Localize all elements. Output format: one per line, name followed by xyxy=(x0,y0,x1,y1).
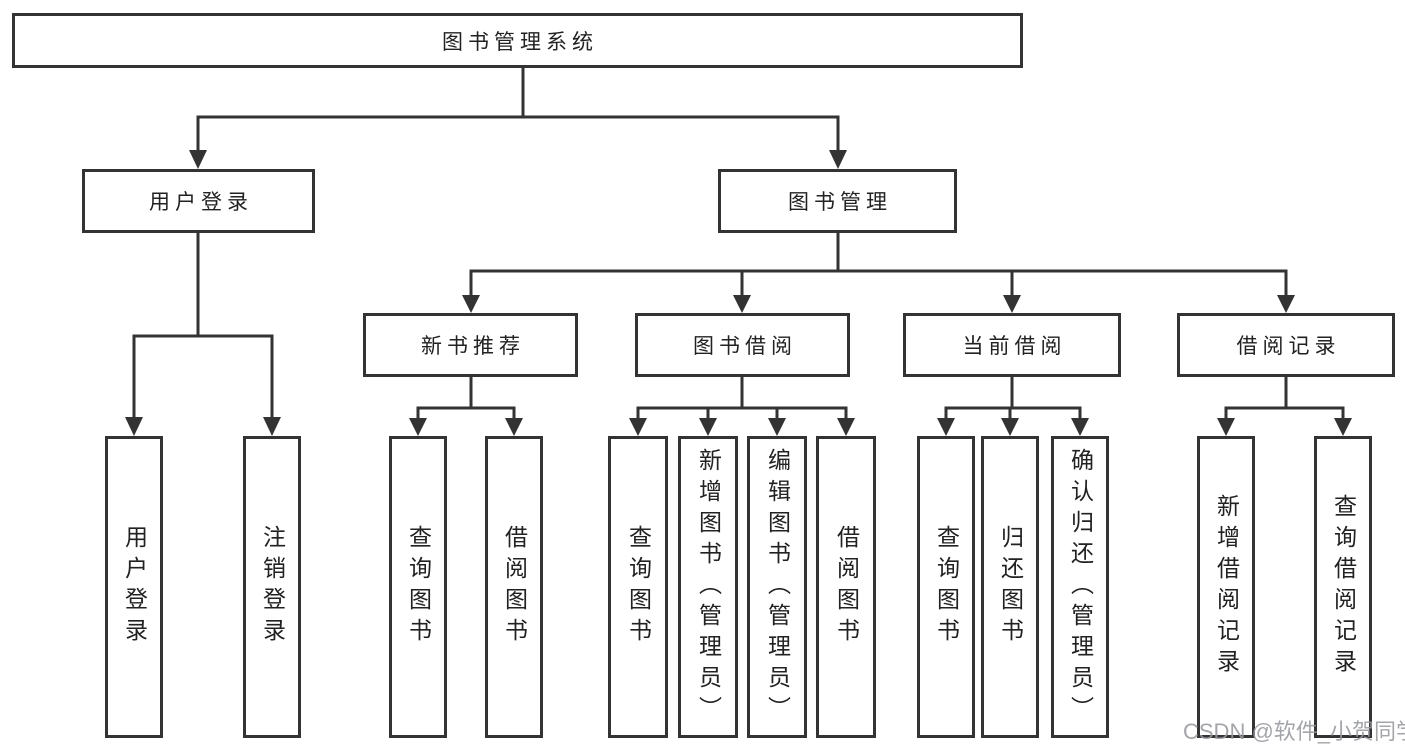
node-label: 确认归还（管理员） xyxy=(1067,447,1094,727)
leaf-user-login: 用户登录 xyxy=(105,436,163,738)
connector-user-login-to-leaves xyxy=(125,233,281,436)
node-label: 图书管理 xyxy=(788,191,892,214)
arrowhead-icon xyxy=(125,417,143,436)
node-label: 借阅图书 xyxy=(833,525,860,649)
leaf-query-books-borrow: 查询图书 xyxy=(608,436,668,738)
node-label: 查询图书 xyxy=(625,525,652,649)
arrowhead-icon xyxy=(1334,418,1352,436)
connector-current-borrow-to-leaves xyxy=(937,377,1089,436)
node-label: 图书管理系统 xyxy=(442,30,598,54)
node-label: 注销登录 xyxy=(259,525,286,649)
connector-borrow-records-to-leaves xyxy=(1217,377,1352,436)
leaf-query-books-current: 查询图书 xyxy=(917,436,975,738)
leaf-confirm-return-admin: 确认归还（管理员） xyxy=(1051,436,1109,738)
node-root-system: 图书管理系统 xyxy=(12,13,1023,68)
node-label: 用户登录 xyxy=(149,191,253,214)
leaf-return-books: 归还图书 xyxy=(981,436,1039,738)
node-label: 借阅记录 xyxy=(1236,335,1341,358)
leaf-borrow-books: 借阅图书 xyxy=(816,436,876,738)
leaf-borrow-books-recommend: 借阅图书 xyxy=(485,436,543,738)
arrowhead-icon xyxy=(699,418,717,436)
arrowhead-icon xyxy=(629,418,647,436)
arrowhead-icon xyxy=(829,150,847,169)
node-borrow-records: 借阅记录 xyxy=(1177,313,1395,377)
watermark: CSDN @软件_小贺同学 xyxy=(1183,719,1405,744)
connector-book-mgmt-to-level3 xyxy=(462,233,1295,313)
connector-new-books-to-leaves xyxy=(409,377,523,436)
arrowhead-icon xyxy=(505,418,523,436)
arrowhead-icon xyxy=(733,295,751,313)
arrowhead-icon xyxy=(462,295,480,313)
node-label: 新书推荐 xyxy=(421,335,525,358)
node-label: 归还图书 xyxy=(997,525,1024,649)
leaf-edit-books-admin: 编辑图书（管理员） xyxy=(747,436,807,738)
arrowhead-icon xyxy=(1277,295,1295,313)
node-label: 图书借阅 xyxy=(693,335,797,358)
node-label: 借阅图书 xyxy=(501,525,528,649)
node-new-book-recommend: 新书推荐 xyxy=(363,313,578,377)
node-label: 新增图书（管理员） xyxy=(695,447,722,727)
arrowhead-icon xyxy=(189,150,207,169)
node-book-borrow: 图书借阅 xyxy=(635,313,850,377)
arrowhead-icon xyxy=(1071,418,1089,436)
node-label: 当前借阅 xyxy=(962,335,1067,358)
leaf-add-books-admin: 新增图书（管理员） xyxy=(678,436,738,738)
leaf-logout: 注销登录 xyxy=(243,436,301,738)
arrowhead-icon xyxy=(1217,418,1235,436)
node-label: 查询借阅记录 xyxy=(1330,494,1357,680)
leaf-query-borrow-record: 查询借阅记录 xyxy=(1314,436,1372,738)
node-label: 查询图书 xyxy=(933,525,960,649)
arrowhead-icon xyxy=(409,418,427,436)
node-label: 查询图书 xyxy=(405,525,432,649)
arrowhead-icon xyxy=(768,418,786,436)
arrowhead-icon xyxy=(937,418,955,436)
arrowhead-icon xyxy=(1003,295,1021,313)
leaf-add-borrow-record: 新增借阅记录 xyxy=(1197,436,1255,738)
arrowhead-icon xyxy=(1001,418,1019,436)
arrowhead-icon xyxy=(263,417,281,436)
node-current-borrow: 当前借阅 xyxy=(903,313,1121,377)
node-label: 用户登录 xyxy=(121,525,148,649)
connector-book-borrow-to-leaves xyxy=(629,377,855,436)
node-label: 新增借阅记录 xyxy=(1213,494,1240,680)
node-label: 编辑图书（管理员） xyxy=(764,447,791,727)
leaf-query-books-recommend: 查询图书 xyxy=(389,436,447,738)
node-book-management: 图书管理 xyxy=(718,169,957,233)
node-user-login: 用户登录 xyxy=(82,169,315,233)
connector-root-to-level2 xyxy=(189,68,847,169)
arrowhead-icon xyxy=(837,418,855,436)
